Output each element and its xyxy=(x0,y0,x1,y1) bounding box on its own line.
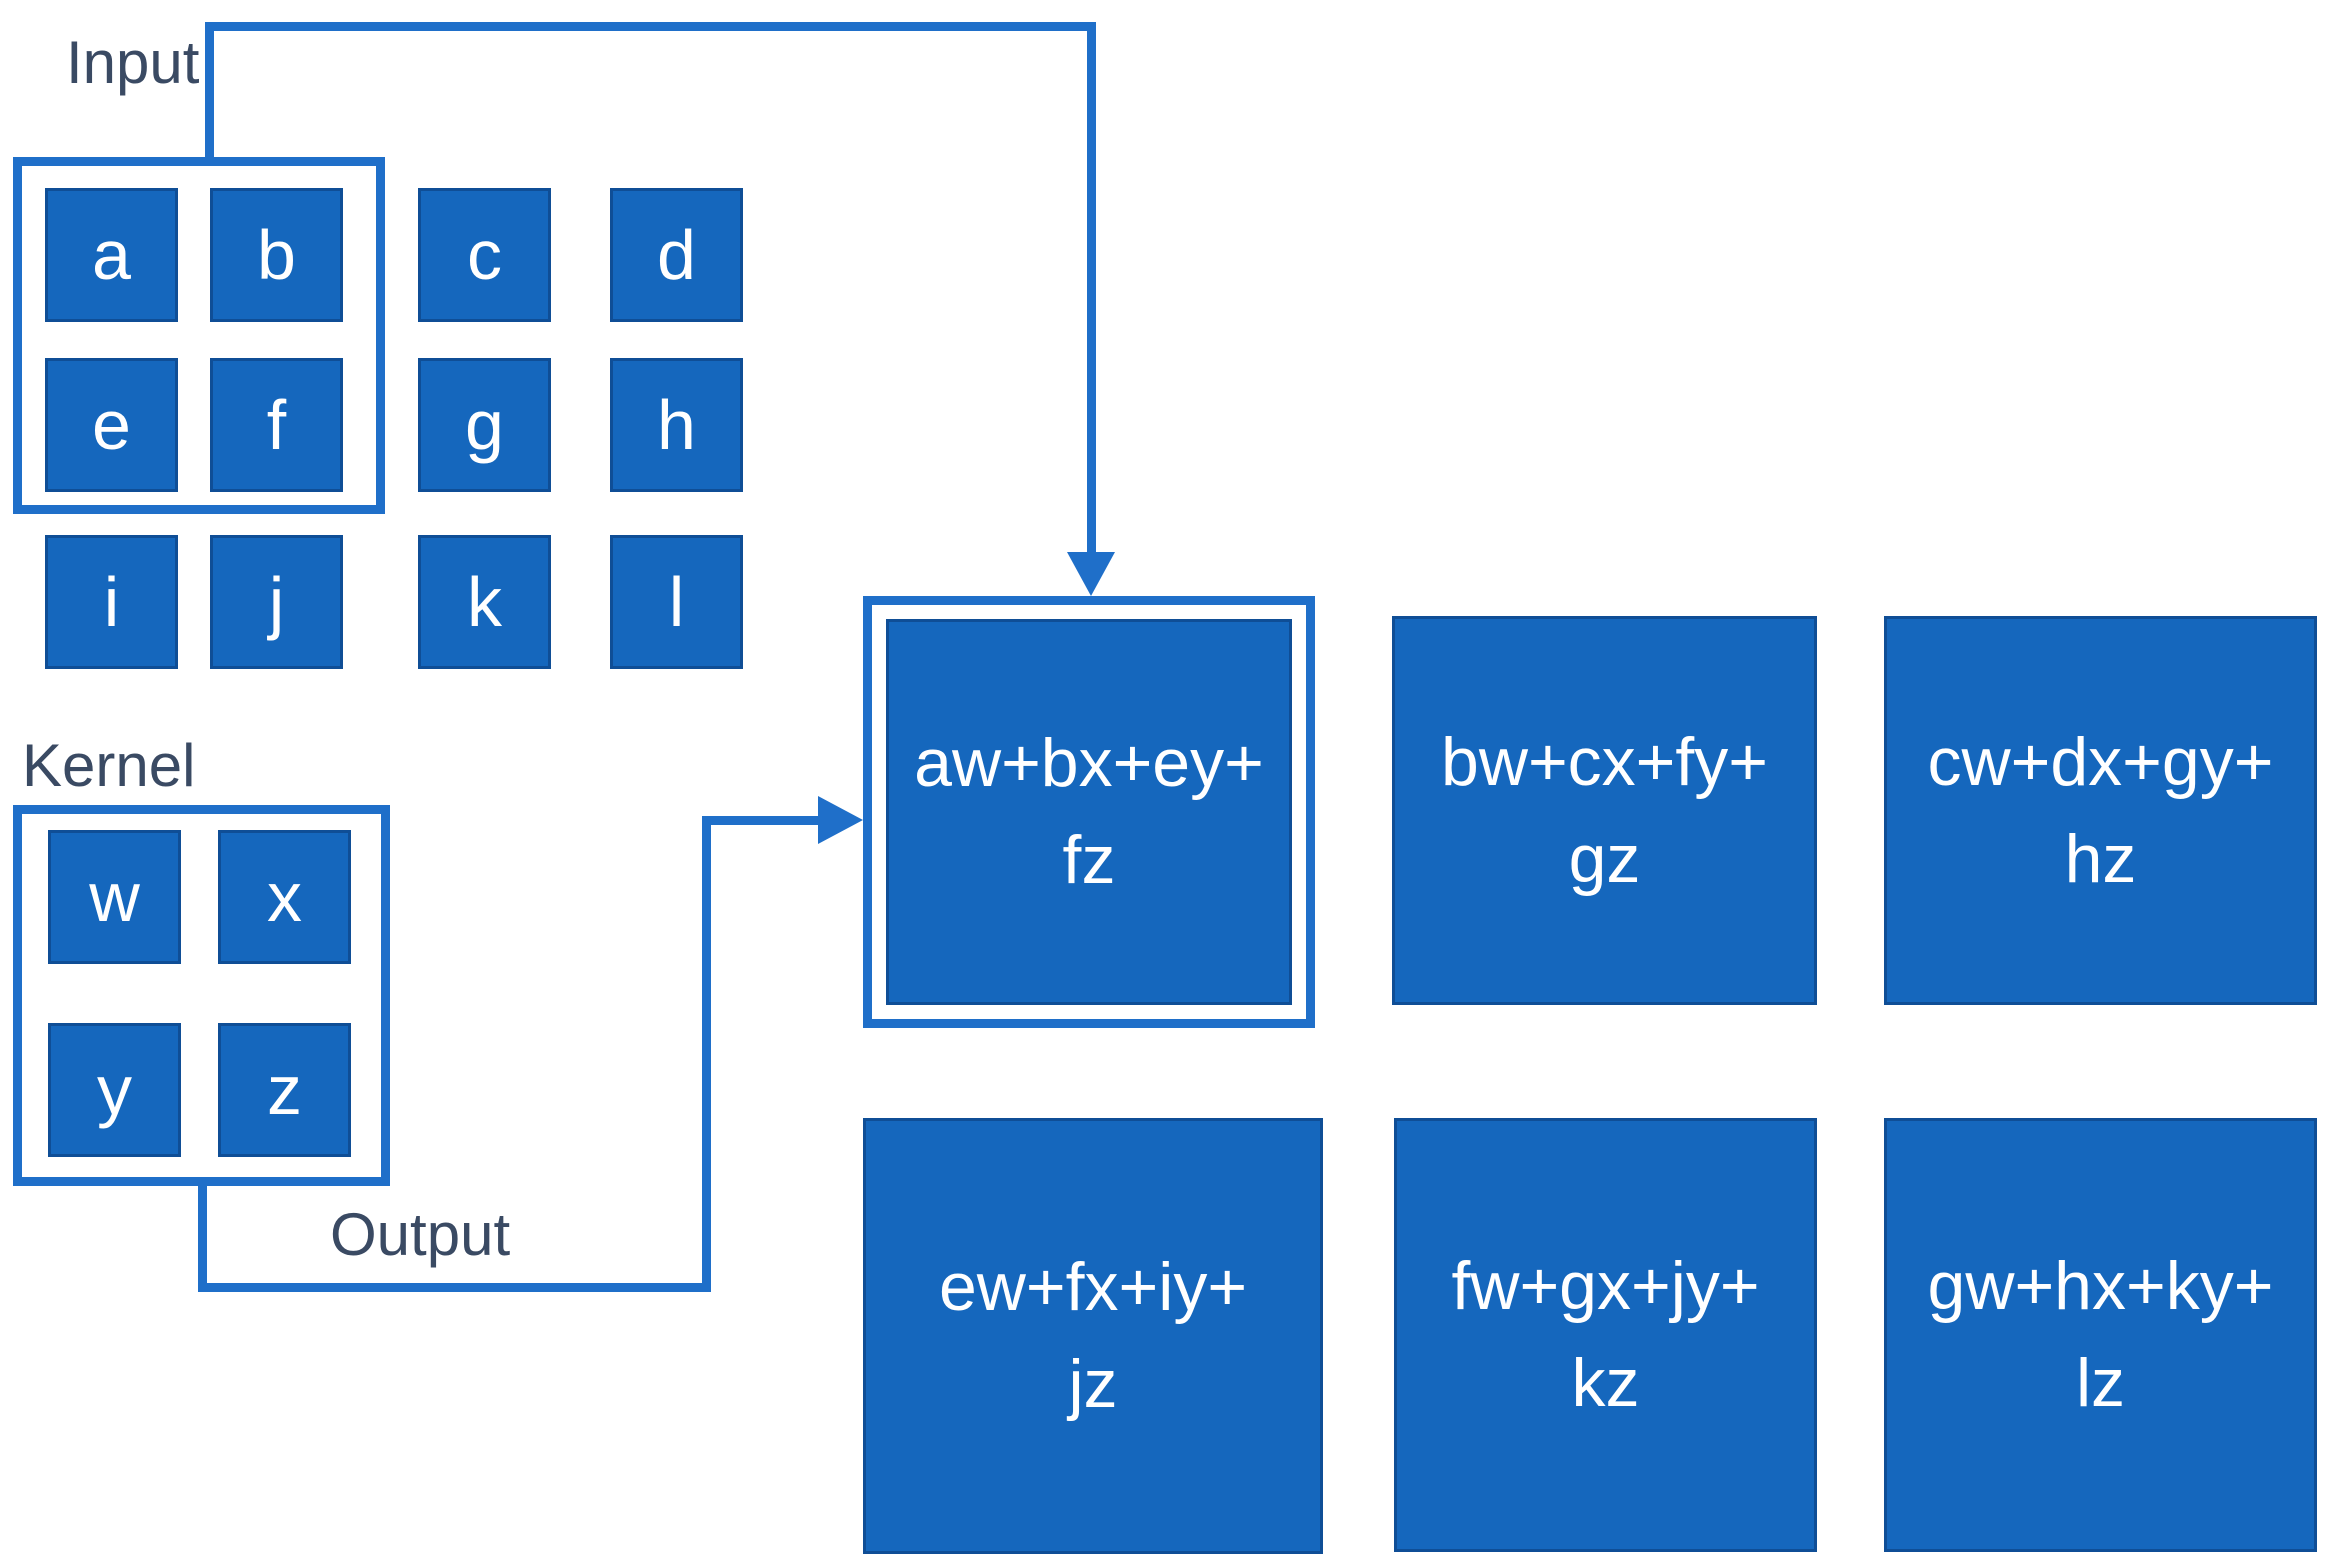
output-box-ewfxiyjz: ew+fx+iy+ jz xyxy=(863,1118,1323,1554)
output-expression-line2: fz xyxy=(1062,822,1116,898)
input-to-output-arrowhead-icon xyxy=(1067,552,1115,596)
input-label: Input xyxy=(66,29,200,96)
kernel-connector-arrow-horizontal xyxy=(702,816,818,825)
input-cell-f: f xyxy=(210,358,343,492)
input-window-highlight-box xyxy=(13,157,385,514)
output-expression-line1: aw+bx+ey+ xyxy=(914,725,1264,801)
output-expression-line2: lz xyxy=(2075,1345,2126,1421)
input-cell-j: j xyxy=(210,535,343,669)
input-connector-right-vertical xyxy=(1087,22,1096,552)
input-connector-left-vertical xyxy=(205,22,214,157)
output-expression-line1: fw+gx+jy+ xyxy=(1451,1248,1760,1324)
output-expression-line1: cw+dx+gy+ xyxy=(1927,723,2274,800)
input-cell-h: h xyxy=(610,358,743,492)
input-cell-b: b xyxy=(210,188,343,322)
output-expression-line2: kz xyxy=(1571,1345,1640,1421)
output-box-cwdxgyhz: cw+dx+gy+ hz xyxy=(1884,616,2317,1005)
input-cell-c: c xyxy=(418,188,551,322)
output-box-awbxeyfz: aw+bx+ey+ fz xyxy=(886,619,1292,1005)
output-box-fwgxjykz: fw+gx+jy+ kz xyxy=(1394,1118,1817,1552)
kernel-cell-y: y xyxy=(48,1023,181,1157)
output-expression-line1: gw+hx+ky+ xyxy=(1927,1248,2274,1324)
kernel-connector-bottom-horizontal xyxy=(198,1283,711,1292)
output-label: Output xyxy=(330,1201,511,1268)
input-cell-i: i xyxy=(45,535,178,669)
kernel-cell-z: z xyxy=(218,1023,351,1157)
output-expression-line2: gz xyxy=(1568,820,1641,897)
input-cell-a: a xyxy=(45,188,178,322)
kernel-box xyxy=(13,805,390,1186)
kernel-label: Kernel xyxy=(22,732,196,799)
kernel-cell-x: x xyxy=(218,830,351,964)
kernel-cell-w: w xyxy=(48,830,181,964)
output-box-gwhxkylz: gw+hx+ky+ lz xyxy=(1884,1118,2317,1552)
output-box-highlight-frame: aw+bx+ey+ fz xyxy=(863,596,1315,1028)
kernel-to-output-arrowhead-icon xyxy=(818,796,863,844)
output-expression-line1: bw+cx+fy+ xyxy=(1441,723,1768,800)
input-connector-top-horizontal xyxy=(205,22,1096,31)
output-expression-line2: hz xyxy=(2064,820,2137,897)
output-expression-line1: ew+fx+iy+ xyxy=(938,1249,1248,1325)
input-cell-d: d xyxy=(610,188,743,322)
input-cell-g: g xyxy=(418,358,551,492)
output-box-bwcxfygz: bw+cx+fy+ gz xyxy=(1392,616,1817,1005)
input-cell-l: l xyxy=(610,535,743,669)
kernel-connector-right-vertical xyxy=(702,816,711,1292)
input-cell-e: e xyxy=(45,358,178,492)
output-expression-line2: jz xyxy=(1068,1346,1118,1422)
kernel-connector-left-vertical xyxy=(198,1186,207,1292)
input-cell-k: k xyxy=(418,535,551,669)
